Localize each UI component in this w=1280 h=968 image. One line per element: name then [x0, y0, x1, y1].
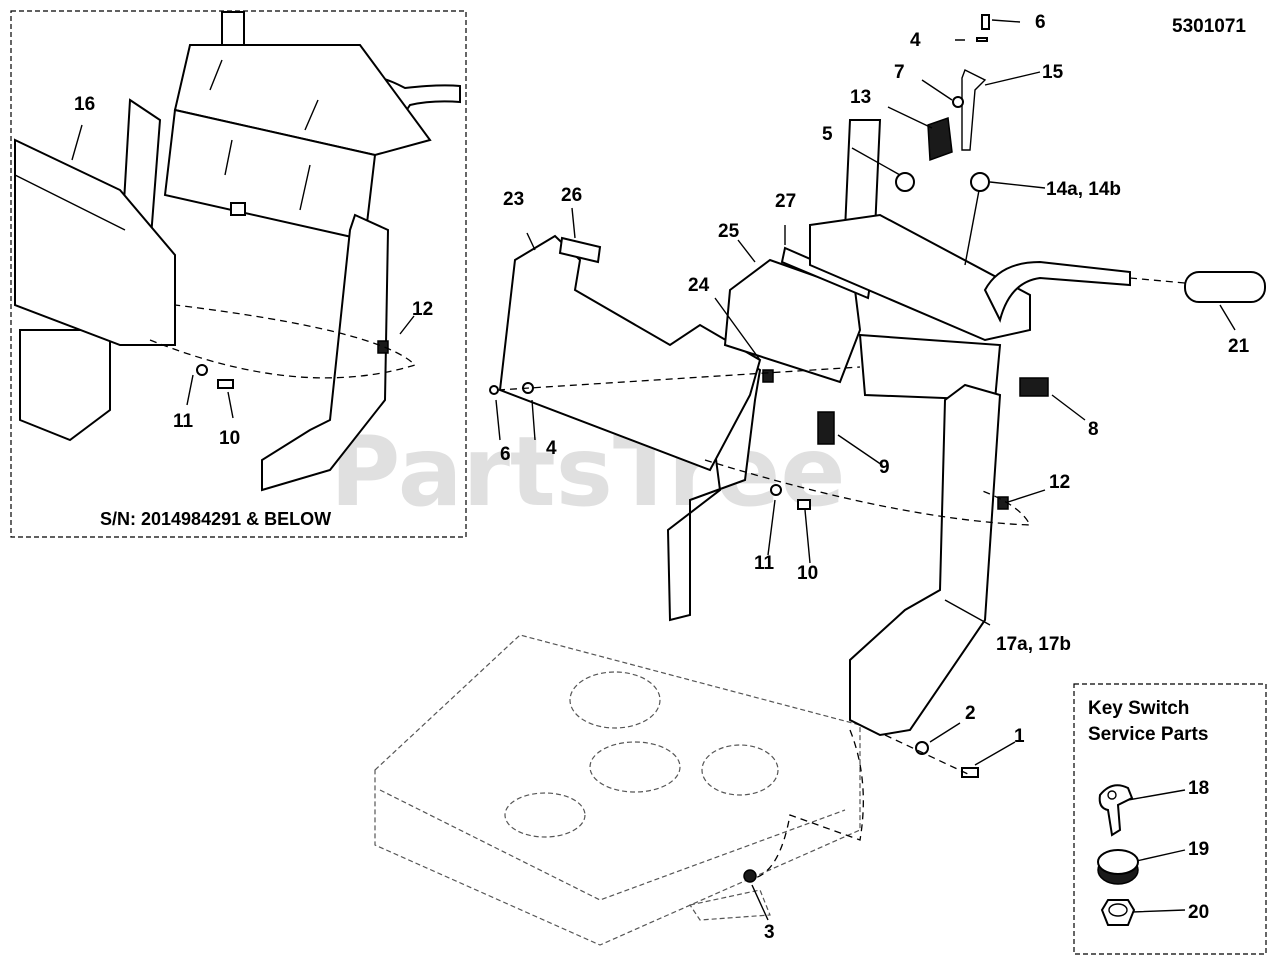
upright-17	[849, 383, 1002, 737]
inset-callout-16: 16	[74, 94, 95, 115]
callout-5: 5	[822, 124, 833, 145]
ignition-13	[927, 116, 953, 162]
callout-3: 3	[764, 922, 775, 943]
callout-15: 15	[1042, 62, 1064, 83]
serial-note: S/N: 2014984291 & BELOW	[100, 509, 331, 529]
callout-6-mid: 6	[500, 444, 511, 465]
callout-2: 2	[965, 703, 976, 724]
sleeve-26	[558, 236, 602, 264]
control-panel	[809, 119, 1131, 402]
callout-13: 13	[850, 87, 871, 108]
callout-12: 12	[1049, 472, 1070, 493]
callout-8: 8	[1088, 419, 1099, 440]
key-switch-title-line2: Service Parts	[1088, 724, 1208, 745]
callout-25: 25	[718, 221, 740, 242]
callout-23: 23	[503, 189, 524, 210]
key-switch-box	[1073, 683, 1267, 955]
callout-26: 26	[561, 185, 582, 206]
callout-11: 11	[754, 553, 775, 574]
callout-19: 19	[1188, 839, 1209, 860]
switch-9	[817, 411, 835, 445]
grip-21	[1184, 271, 1266, 303]
key-switch-title-line1: Key Switch	[1088, 698, 1189, 719]
document-number: 5301071	[1172, 16, 1246, 37]
callout-4-mid: 4	[546, 438, 557, 459]
callout-14a-14b: 14a, 14b	[1046, 179, 1121, 200]
inset-callout-12: 12	[412, 299, 433, 320]
cable-14	[964, 184, 981, 266]
callout-17a-17b: 17a, 17b	[996, 634, 1071, 655]
cover-25	[723, 258, 862, 384]
watermark: PartsTree	[330, 416, 845, 528]
callout-10: 10	[797, 563, 818, 584]
inset-callout-11: 11	[173, 411, 194, 432]
callout-4-top: 4	[910, 30, 921, 51]
callout-20: 20	[1188, 902, 1209, 923]
callout-7: 7	[894, 62, 905, 83]
callout-9: 9	[879, 457, 890, 478]
callout-27: 27	[775, 191, 796, 212]
switch-8	[1019, 377, 1049, 397]
base-frame	[374, 634, 861, 946]
inset-callout-10: 10	[219, 428, 240, 449]
knob-5	[895, 172, 915, 192]
callout-24: 24	[688, 275, 710, 296]
callout-1: 1	[1014, 726, 1025, 747]
lever-15	[961, 69, 987, 151]
inset-frame	[10, 10, 467, 538]
callout-18: 18	[1188, 778, 1209, 799]
callout-6-top: 6	[1035, 12, 1046, 33]
callout-21: 21	[1228, 336, 1250, 357]
